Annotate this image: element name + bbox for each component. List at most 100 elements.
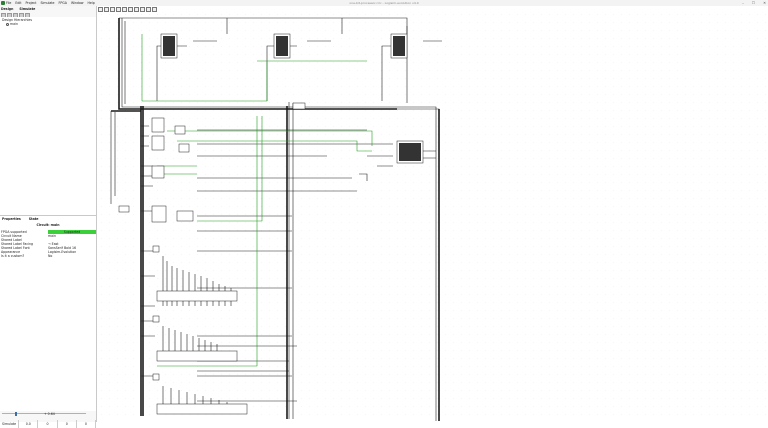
maximize-button[interactable]: ☐ [751, 0, 756, 5]
wire [197, 129, 367, 192]
zoom-bar: + 0.64 [0, 410, 96, 418]
minimize-button[interactable]: – [742, 0, 744, 5]
multiplexer[interactable] [292, 102, 306, 110]
left-tabs: Design Simulate [1, 7, 35, 11]
pin[interactable] [152, 315, 160, 323]
property-row[interactable]: Shared Label Font SansSerif Bold 16 [0, 246, 96, 250]
status-cell: 0 [58, 420, 77, 428]
circuit-canvas[interactable] [97, 6, 768, 422]
zoom-slider-handle[interactable] [14, 411, 17, 416]
active-wire [157, 116, 258, 367]
pin[interactable] [152, 373, 160, 381]
properties-tabs: Properties State [2, 217, 38, 221]
tree-item-main[interactable]: main [6, 22, 18, 26]
canvas-toolbar [98, 7, 157, 12]
property-value[interactable]: SansSerif Bold 16 [48, 246, 77, 250]
tab-properties[interactable]: Properties [2, 217, 21, 221]
wire [197, 215, 292, 377]
property-key: FPGA supported [1, 230, 27, 234]
tree-header: Design Hierarchies [2, 18, 33, 22]
property-value[interactable]: No [48, 254, 53, 258]
not-gate-icon[interactable] [134, 7, 139, 12]
gate-row[interactable] [156, 350, 238, 362]
tab-simulate[interactable]: Simulate [19, 7, 36, 11]
active-wire [197, 116, 263, 222]
tab-design[interactable]: Design [1, 7, 14, 11]
active-wire [177, 140, 372, 152]
or-gate-icon[interactable] [146, 7, 151, 12]
property-value[interactable]: Logisim-Evolution [48, 250, 77, 254]
text-tool-icon[interactable] [116, 7, 121, 12]
active-wire [167, 130, 373, 146]
menu-help[interactable]: Help [87, 1, 95, 5]
wire [359, 173, 368, 181]
menu-file[interactable]: File [6, 1, 12, 5]
menu-simulate[interactable]: Simulate [40, 1, 55, 5]
logic-block[interactable] [151, 135, 165, 151]
active-wire [141, 34, 367, 102]
close-button[interactable]: ✕ [763, 0, 766, 5]
gate[interactable] [178, 143, 190, 153]
menu-project[interactable]: Project [25, 1, 37, 5]
property-row[interactable]: Shared Label Facing → East [0, 242, 96, 246]
wire [423, 150, 436, 159]
property-row[interactable]: Shared Label [0, 238, 96, 242]
gear-icon [6, 22, 9, 26]
logisim-app-icon [1, 1, 5, 5]
gate[interactable] [176, 210, 194, 222]
wire [121, 18, 337, 108]
property-row[interactable]: Is it a custom? No [0, 254, 96, 258]
status-cell: Simulate [0, 420, 20, 428]
zoom-slider[interactable] [2, 413, 86, 414]
wire [337, 106, 440, 421]
property-row[interactable]: Appearance Logisim-Evolution [0, 250, 96, 254]
xor-gate-icon[interactable] [152, 7, 157, 12]
input-pin-icon[interactable] [122, 7, 127, 12]
property-row[interactable]: Circuit Name main [0, 234, 96, 238]
logic-block[interactable] [151, 205, 167, 223]
property-value[interactable]: → East [48, 242, 59, 246]
bus-layer [111, 18, 440, 421]
logic-block[interactable] [151, 165, 165, 179]
wire [141, 125, 155, 377]
and-gate-icon[interactable] [140, 7, 145, 12]
chip-pins [276, 36, 288, 56]
chip-pins [393, 36, 405, 56]
wire [347, 143, 393, 167]
left-panel: Design Simulate Design Hierarchies main … [0, 6, 97, 428]
menu-edit[interactable]: Edit [15, 1, 22, 5]
gate-row[interactable] [156, 403, 248, 415]
tab-state[interactable]: State [28, 217, 39, 221]
property-value[interactable]: Supported [48, 230, 96, 234]
property-key: Appearance [1, 250, 21, 254]
properties-heading: Circuit: main [36, 223, 60, 227]
chip-pins [399, 143, 421, 161]
poke-tool-icon[interactable] [98, 7, 103, 12]
chip-pins [163, 36, 175, 56]
property-key: Is it a custom? [1, 254, 25, 258]
property-key: Shared Label Facing [1, 242, 34, 246]
pin[interactable] [152, 245, 160, 253]
output-pin-icon[interactable] [128, 7, 133, 12]
bus [118, 18, 397, 110]
select-tool-icon[interactable] [104, 7, 109, 12]
property-key: Shared Label Font [1, 246, 30, 250]
logic-block[interactable] [151, 117, 165, 133]
menu-window[interactable]: Window [70, 1, 84, 5]
status-cell: 0 [38, 420, 58, 428]
property-row[interactable]: FPGA supported Supported [0, 230, 96, 234]
tree-item-label: main [10, 22, 18, 26]
window-controls: – ☐ ✕ [742, 1, 766, 5]
menu-fpga[interactable]: FPGA [58, 1, 67, 5]
gate-row[interactable] [156, 290, 238, 302]
window-title: one-bit-processor.circ - Logisim-evoluti… [349, 1, 419, 5]
status-cell: 0.0 [19, 420, 39, 428]
status-cell: 0 [77, 420, 97, 428]
property-value[interactable]: main [48, 234, 56, 238]
chip-stripes [163, 36, 421, 161]
wiring-tool-icon[interactable] [110, 7, 115, 12]
gate[interactable] [174, 125, 186, 135]
canvas-grid [101, 14, 766, 415]
input-pin[interactable] [118, 205, 130, 213]
wire [162, 326, 218, 351]
